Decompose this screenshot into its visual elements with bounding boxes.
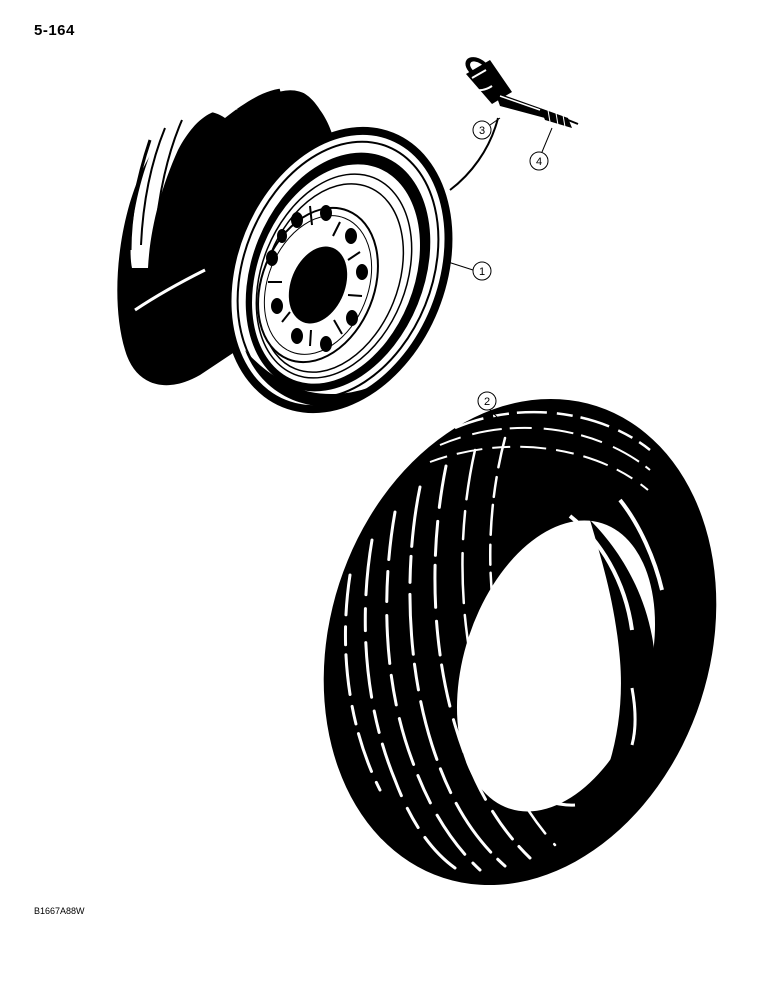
tire-tread-grooves [343,436,557,872]
rim-back-flange-light [130,100,238,268]
tire [323,398,717,886]
callout-4: 4 [529,127,553,171]
figure-code: B1667A88W [34,906,85,916]
valve-cap [540,108,579,128]
callout-3-label: 3 [479,125,485,137]
tire-bore [456,520,656,812]
rim-disc-slots [268,205,363,347]
callout-2: 2 [477,391,501,421]
callout-1: 1 [447,261,492,281]
wheel-rim [117,87,453,414]
callout-4-label: 4 [536,156,542,168]
valve-stem [465,57,545,118]
rim-center-hole [288,246,348,324]
rim-bolt-holes [266,205,368,352]
valve-leader-line [449,117,499,191]
callout-3: 3 [472,117,501,140]
callout-2-label: 2 [484,396,490,408]
callout-1-label: 1 [479,266,485,278]
page-number: 5-164 [34,22,75,39]
